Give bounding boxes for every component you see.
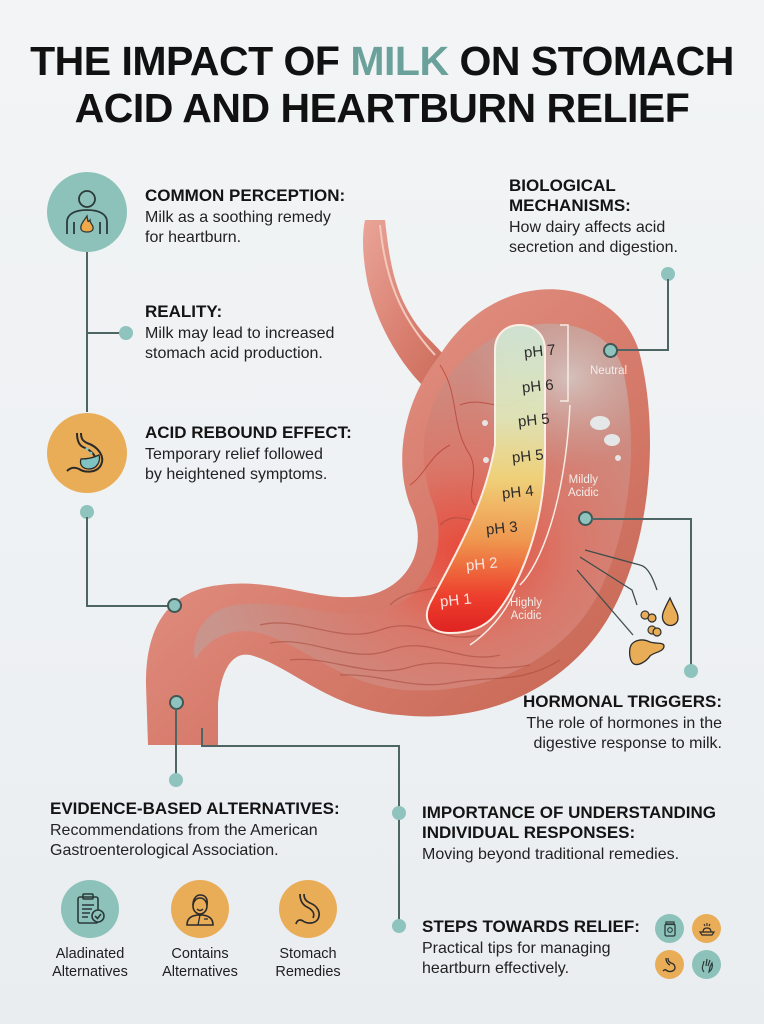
individual-dot xyxy=(392,806,406,820)
food-plate-icon xyxy=(698,922,715,936)
hormonal-heading: HORMONAL TRIGGERS: xyxy=(523,692,722,711)
hand-gesture-icon xyxy=(701,958,713,973)
zone-highly-acidic-label: Highly Acidic xyxy=(510,597,542,622)
left-timeline-connector xyxy=(86,250,88,412)
jar-icon xyxy=(663,920,676,937)
clipboard-check-icon xyxy=(77,893,105,924)
individual-connector-start xyxy=(201,728,203,746)
steps-icon-circle xyxy=(655,950,684,979)
steps-dot xyxy=(392,919,406,933)
hormone-droplets-icon xyxy=(628,596,679,666)
steps-relief-block: STEPS TOWARDS RELIEF: Practical tips for… xyxy=(422,917,640,979)
ph-label: pH 2 xyxy=(465,554,499,575)
person-heartburn-flame-icon xyxy=(66,190,108,234)
stomach-liquid-icon xyxy=(66,432,104,473)
zone-neutral-label: Neutral xyxy=(590,365,628,377)
common-perception-heading: COMMON PERCEPTION: xyxy=(145,186,346,205)
ph-label: pH 1 xyxy=(439,590,473,611)
neutral-zone-dot xyxy=(603,343,618,358)
acid-rebound-heading: ACID REBOUND EFFECT: xyxy=(145,423,352,442)
evidence-heading: EVIDENCE-BASED ALTERNATIVES: xyxy=(50,799,340,818)
evidence-alternatives-block: EVIDENCE-BASED ALTERNATIVES: Recommendat… xyxy=(50,799,340,861)
steps-icon-circle xyxy=(692,914,721,943)
ph-label: pH 4 xyxy=(501,482,535,503)
alternative-icon-circle xyxy=(61,880,119,938)
stomach-illustration xyxy=(145,220,658,745)
evidence-connector xyxy=(175,708,177,776)
reality-dot xyxy=(119,326,133,340)
steps-icon-circle xyxy=(655,914,684,943)
acid-rebound-dot xyxy=(80,505,94,519)
common-perception-icon-circle xyxy=(47,172,127,252)
title-line-1: THE IMPACT OF MILK ON STOMACH xyxy=(30,38,734,84)
alternative-label-aladinated: Aladinated Alternatives xyxy=(52,946,128,980)
alternative-label-contains: Contains Alternatives xyxy=(162,946,238,980)
page-title: THE IMPACT OF MILK ON STOMACH ACID AND H… xyxy=(0,38,764,132)
ph-label: pH 7 xyxy=(523,341,557,362)
ph-label: pH 3 xyxy=(485,518,519,539)
individual-connector-horizontal xyxy=(201,745,399,747)
reality-heading: REALITY: xyxy=(145,302,223,321)
pylorus-dot xyxy=(167,598,182,613)
acid-rebound-block: ACID REBOUND EFFECT: Temporary relief fo… xyxy=(145,423,352,485)
hormonal-triggers-block: HORMONAL TRIGGERS: The role of hormones … xyxy=(500,692,722,754)
individual-connector-vertical xyxy=(398,745,400,927)
acid-rebound-connector-vertical xyxy=(86,517,88,607)
acid-rebound-connector-horizontal xyxy=(86,605,172,607)
title-accent-milk: MILK xyxy=(350,38,449,84)
acid-rebound-icon-circle xyxy=(47,413,127,493)
hormonal-connector-vertical xyxy=(690,518,692,668)
biological-connector-horizontal xyxy=(615,349,669,351)
alternative-icon-circle xyxy=(171,880,229,938)
ph-label: pH 5 xyxy=(517,410,551,431)
evidence-dot xyxy=(169,773,183,787)
common-perception-block: COMMON PERCEPTION: Milk as a soothing re… xyxy=(145,186,345,248)
biological-connector-vertical xyxy=(667,279,669,350)
hormonal-connector-horizontal xyxy=(591,518,691,520)
steps-icon-circle xyxy=(692,950,721,979)
stomach-icon xyxy=(295,893,320,925)
biological-dot xyxy=(661,267,675,281)
doctor-icon xyxy=(186,894,214,926)
reality-connector xyxy=(86,332,124,334)
hormonal-dot xyxy=(684,664,698,678)
ph-label: pH 6 xyxy=(521,376,555,397)
ph-label: pH 5 xyxy=(511,446,545,467)
alternative-icon-circle xyxy=(279,880,337,938)
steps-heading: STEPS TOWARDS RELIEF: xyxy=(422,917,640,936)
stomach-icon xyxy=(662,957,676,972)
individual-text: Moving beyond traditional remedies. xyxy=(422,846,680,863)
alternative-label-stomach-remedies: Stomach Remedies xyxy=(275,946,341,980)
title-line-2: ACID AND HEARTBURN RELIEF xyxy=(74,85,690,131)
zone-mildly-acidic-label: Mildly Acidic xyxy=(568,474,599,499)
